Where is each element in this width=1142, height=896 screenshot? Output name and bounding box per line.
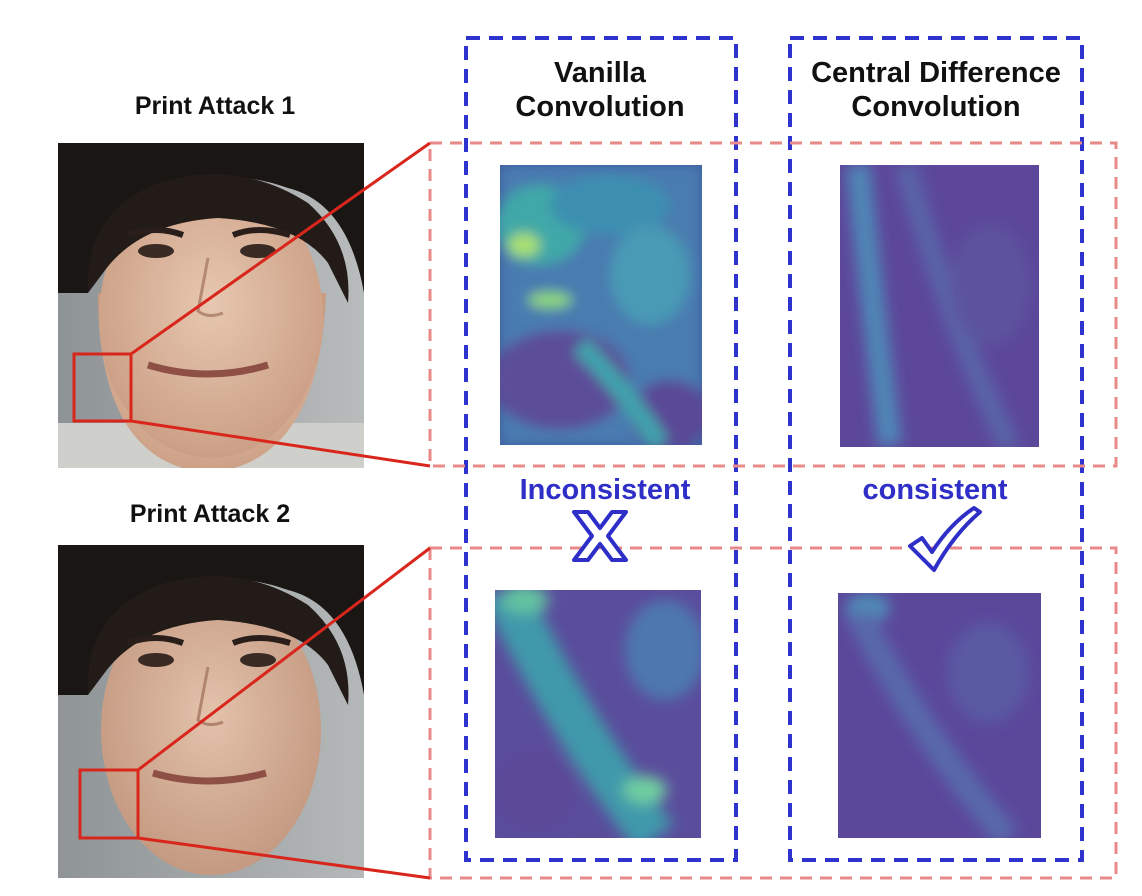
column-box-cdc (788, 36, 1084, 862)
column-box-vanilla (464, 36, 738, 862)
zoom-connector-2a (137, 546, 431, 772)
heatmap-cdc-attack-1 (840, 165, 1039, 447)
check-mark-icon (908, 506, 982, 572)
face-photo-2 (58, 545, 364, 878)
x-mark-icon (572, 510, 628, 562)
verdict-cdc-text: consistent (862, 474, 1008, 506)
heatmap-vanilla-attack-1 (500, 165, 702, 445)
zoom-box-attack-1 (72, 352, 133, 423)
attack-2-label: Print Attack 2 (129, 500, 291, 528)
zoom-connector-1a (130, 141, 431, 356)
zoom-connector-2b (137, 836, 431, 880)
heatmap-cdc-attack-2 (838, 593, 1041, 838)
row-box-attack-1 (428, 141, 1118, 468)
column-title-cdc-line1: Central Difference (811, 57, 1061, 89)
column-title-vanilla-line1: Vanilla (554, 57, 646, 89)
column-title-cdc-line2: Convolution (851, 91, 1021, 123)
row-box-attack-2 (428, 546, 1118, 880)
zoom-box-attack-2 (78, 768, 140, 840)
attack-1-label: Print Attack 1 (134, 92, 296, 120)
column-title-cdc: Central Difference Convolution (786, 56, 1086, 124)
column-title-vanilla-line2: Convolution (515, 91, 685, 123)
zoom-connector-1b (130, 419, 431, 468)
heatmap-vanilla-attack-2 (495, 590, 701, 838)
verdict-vanilla-text: Inconsistent (519, 474, 691, 506)
column-title-vanilla: Vanilla Convolution (470, 56, 730, 124)
